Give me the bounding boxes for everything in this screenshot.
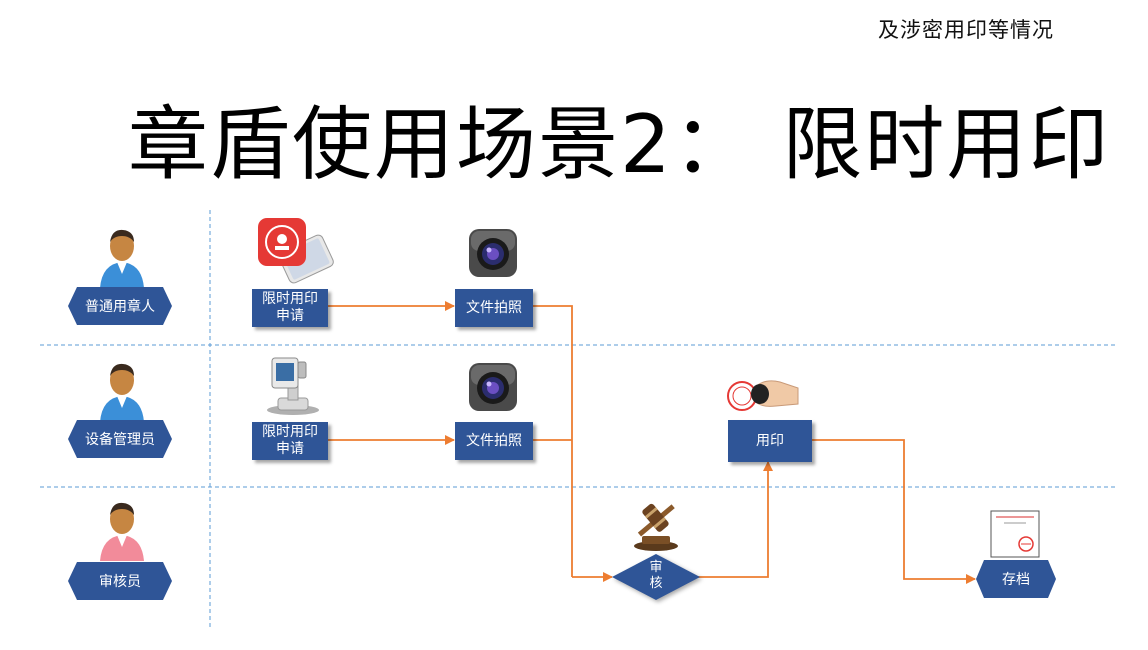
person-icon [100, 363, 144, 422]
apply-time-limited-seal-user: 限时用印 申请 [252, 289, 328, 327]
role-label: 普通用章人 [85, 299, 155, 315]
archive-box: 存档 [976, 560, 1056, 598]
node-label: 用印 [756, 432, 784, 449]
node-label: 限时用印 申请 [262, 424, 318, 457]
node-label: 文件拍照 [466, 432, 522, 449]
role-label: 审核员 [99, 574, 141, 590]
role-regular-user: 普通用章人 [68, 287, 172, 325]
use-seal-box: 用印 [728, 420, 812, 462]
node-label: 限时用印 申请 [262, 291, 318, 324]
node-label: 文件拍照 [466, 299, 522, 316]
role-device-admin: 设备管理员 [68, 420, 172, 458]
review-label: 审 核 [649, 560, 663, 591]
document-photo-admin: 文件拍照 [455, 422, 533, 460]
apply-time-limited-seal-admin: 限时用印 申请 [252, 422, 328, 460]
person-icon [100, 502, 144, 561]
document-photo-user: 文件拍照 [455, 289, 533, 327]
page-title: 章盾使用场景2： 限时用印 [128, 98, 1111, 191]
connector-photo-user-down [533, 305, 573, 577]
camera-icon [469, 229, 517, 277]
review-diamond [612, 554, 700, 600]
seal-app-phone-icon [258, 218, 334, 284]
archived-document-icon [990, 510, 1040, 558]
role-label: 设备管理员 [85, 432, 155, 448]
corner-note: 及涉密用印等情况 [878, 18, 1054, 42]
node-label: 存档 [1002, 572, 1030, 588]
gavel-icon [634, 503, 678, 551]
person-icon [100, 229, 144, 288]
arrow-review-to-seal [698, 461, 773, 578]
hand-stamp-icon [727, 380, 799, 411]
role-reviewer: 审核员 [68, 562, 172, 600]
arrow-seal-to-archive [812, 439, 976, 584]
camera-icon [469, 363, 517, 411]
seal-kiosk-device-icon [267, 357, 319, 415]
